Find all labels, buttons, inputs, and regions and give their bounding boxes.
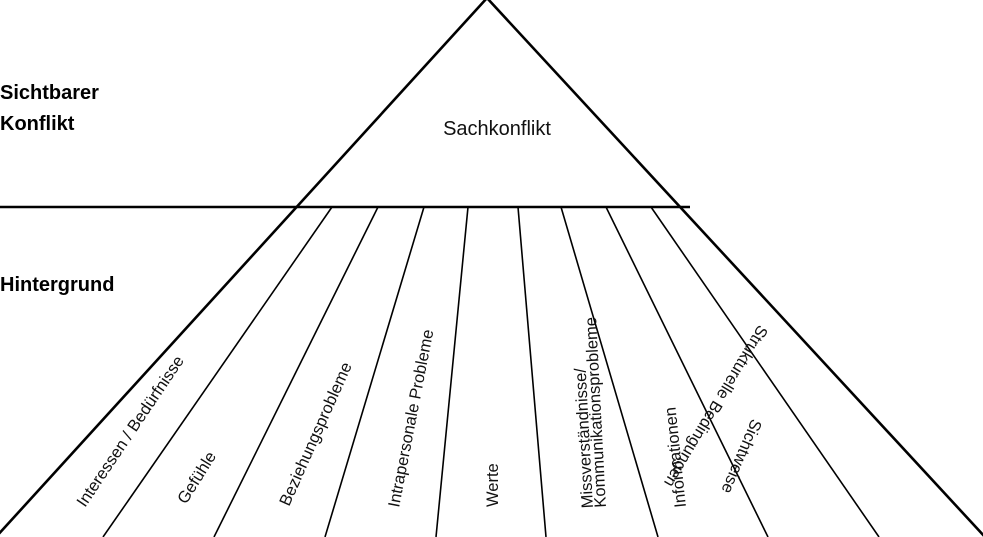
segment-label-beziehungsprobleme: Beziehungsprobleme — [276, 360, 356, 509]
tip-label: Sachkonflikt — [443, 118, 551, 140]
right-outer-edge — [487, 0, 983, 537]
segment-label-missverstaendnisse: Missverständnisse/ Kommunikationsproblem… — [569, 317, 610, 509]
visible-conflict-label: Sichtbarer Konflikt — [0, 82, 105, 135]
divider-5 — [517, 206, 547, 537]
divider-6 — [560, 206, 659, 537]
divider-8 — [650, 206, 880, 537]
segment-label-strukturelle: Strukturelle Bedingungen — [660, 322, 771, 490]
background-label: Hintergrund — [0, 274, 114, 296]
segment-label-intrapersonale: Intrapersonale Probleme — [385, 328, 437, 509]
visible-conflict-label-line-2: Konflikt — [0, 113, 75, 135]
divider-2 — [213, 206, 379, 537]
visible-conflict-label-line-1: Sichtbarer — [0, 82, 99, 104]
segment-label-werte: Werte — [484, 463, 502, 507]
divider-7 — [605, 206, 769, 537]
left-outer-edge — [0, 0, 487, 535]
divider-4 — [435, 206, 469, 537]
divider-3 — [324, 206, 425, 537]
divider-1 — [102, 206, 333, 537]
segment-label-gefuehle: Gefühle — [174, 449, 220, 508]
